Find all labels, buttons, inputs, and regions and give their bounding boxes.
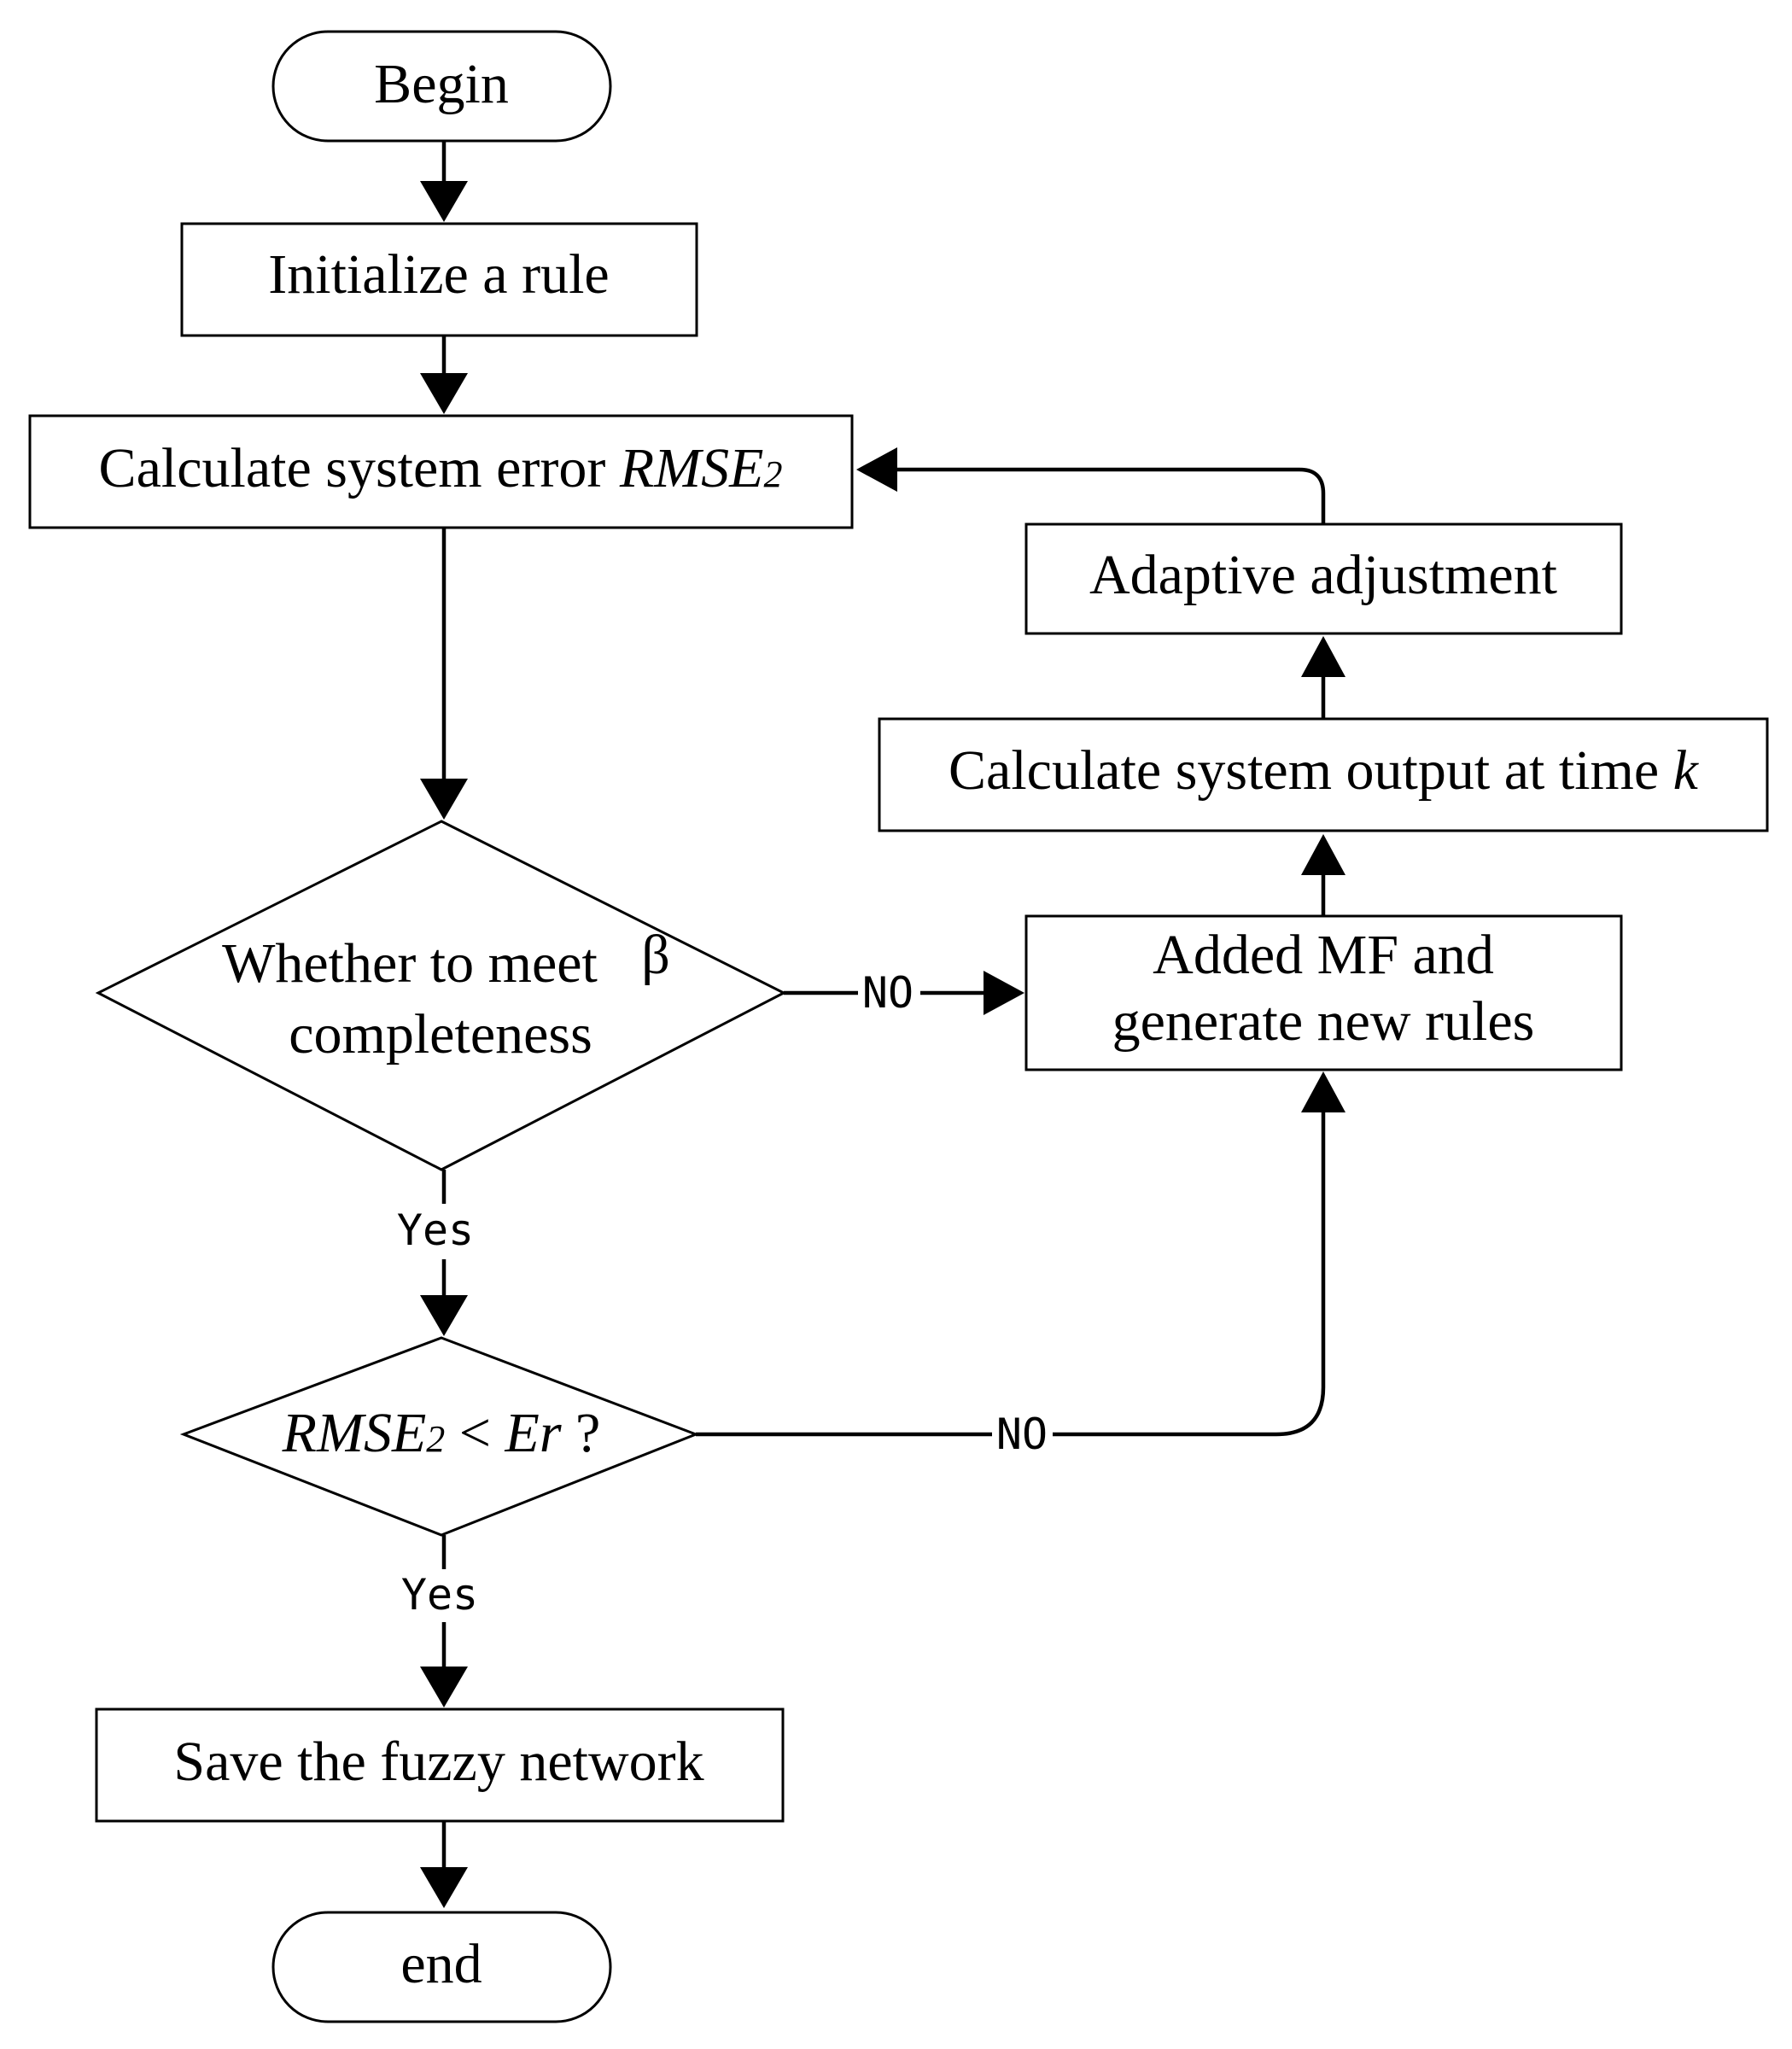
added-mf-process-box (1024, 914, 1623, 1071)
save-node: Save the fuzzy network (95, 1708, 785, 1823)
init-process-box (180, 222, 698, 337)
connectors (420, 141, 1345, 1908)
calc-output-label: Calculate system output at time k (949, 739, 1700, 802)
decision1-diamond (95, 820, 787, 1171)
calc-output-var: k (1673, 739, 1700, 802)
decision2-var1: RMSE (282, 1402, 427, 1464)
adaptive-process-box (1024, 522, 1623, 635)
decision2-tail: ? (562, 1402, 601, 1464)
arrowhead (420, 779, 468, 820)
decision2-label: RMSE2 < Er ? (282, 1402, 601, 1464)
arrowhead (420, 181, 468, 222)
arrowhead (420, 373, 468, 414)
arrowhead (420, 1867, 468, 1908)
begin-node: Begin (271, 30, 612, 143)
calc-output-process-box (878, 717, 1769, 832)
calc-error-node: Calculate system error RMSE2 (28, 414, 854, 529)
decision1-node: Whether to meet β completeness (95, 820, 787, 1171)
end-node: end (271, 1911, 612, 2023)
calc-error-var: RMSE (619, 437, 764, 499)
arrowhead (984, 971, 1024, 1015)
arrowhead (1301, 834, 1345, 875)
arrowhead (420, 1295, 468, 1336)
edge-decision2-no-right (1053, 1110, 1326, 1437)
arrowhead (856, 447, 897, 492)
calc-error-prefix: Calculate system error (99, 437, 620, 499)
branch-labels: Yes NO Yes NO (397, 968, 1048, 1620)
added-mf-line2: generate new rules (1112, 990, 1535, 1053)
init-label: Initialize a rule (268, 243, 609, 306)
end-label: end (400, 1933, 482, 1995)
decision1-line2: completeness (289, 1003, 592, 1065)
arrowhead (420, 1667, 468, 1708)
adaptive-label: Adaptive adjustment (1089, 544, 1557, 606)
decision2-sub: 2 (426, 1418, 445, 1460)
decision2-diamond (179, 1336, 700, 1537)
save-process-box (95, 1708, 785, 1823)
arrowhead (1301, 1071, 1345, 1112)
decision1-no-label: NO (862, 968, 914, 1018)
decision1-symbol: β (641, 924, 670, 986)
added-mf-line1: Added MF and (1153, 924, 1494, 986)
decision1-yes-label: Yes (397, 1205, 474, 1255)
end-terminator (271, 1911, 612, 2023)
calc-output-prefix: Calculate system output at time (949, 739, 1673, 802)
decision2-no-label: NO (996, 1410, 1048, 1459)
added-mf-node: Added MF and generate new rules (1024, 914, 1623, 1071)
init-node: Initialize a rule (180, 222, 698, 337)
calc-error-process-box (28, 414, 854, 529)
decision2-var2: Er (505, 1402, 562, 1464)
begin-label: Begin (374, 53, 509, 115)
decision1-line1: Whether to meet (222, 932, 598, 995)
decision2-yes-label: Yes (401, 1570, 478, 1620)
adaptive-node: Adaptive adjustment (1024, 522, 1623, 635)
begin-terminator (271, 30, 612, 143)
decision2-mid: < (445, 1402, 505, 1464)
arrowhead (1301, 636, 1345, 677)
calc-error-sub: 2 (763, 453, 782, 495)
calc-error-label: Calculate system error RMSE2 (99, 437, 783, 499)
calc-output-node: Calculate system output at time k (878, 717, 1769, 832)
decision2-node: RMSE2 < Er ? (179, 1336, 700, 1537)
edge-adaptive-calc-error (895, 467, 1326, 524)
save-label: Save the fuzzy network (173, 1731, 703, 1793)
